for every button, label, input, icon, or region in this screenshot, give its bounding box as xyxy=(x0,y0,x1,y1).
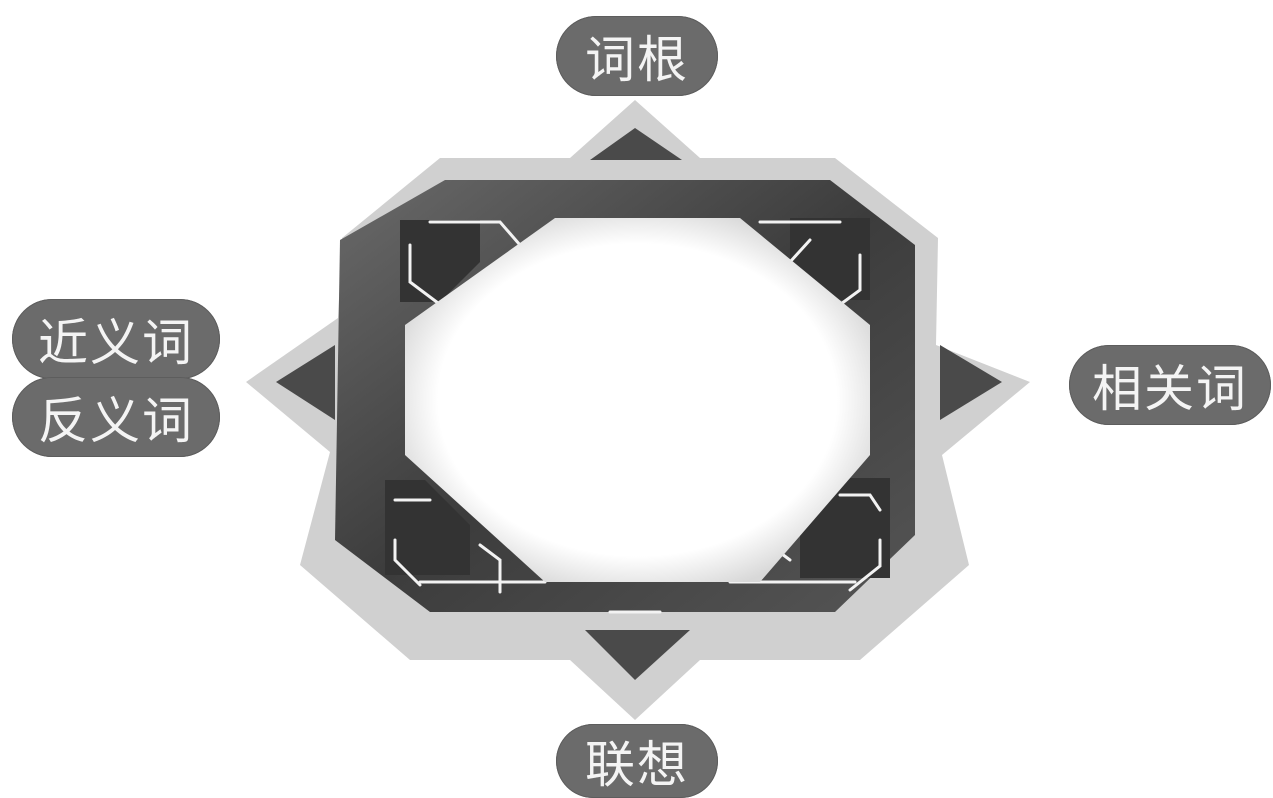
notch-top xyxy=(590,128,682,160)
label-pill-antonym: 反义词 xyxy=(12,377,220,457)
label-association-text: 联想 xyxy=(585,736,689,794)
label-pill-association: 联想 xyxy=(556,724,718,798)
label-pill-root: 词根 xyxy=(556,16,718,96)
corner-panel-bl xyxy=(385,480,470,575)
corner-panel-br xyxy=(800,478,890,578)
label-related-text: 相关词 xyxy=(1092,360,1248,418)
inner-glow-octagon xyxy=(405,218,870,582)
label-synonym-text: 近义词 xyxy=(38,314,194,372)
notch-right xyxy=(940,345,1002,420)
corner-panel-tl xyxy=(400,220,480,302)
label-pill-related: 相关词 xyxy=(1069,345,1271,425)
label-pill-synonym: 近义词 xyxy=(12,299,220,379)
label-root-text: 词根 xyxy=(585,31,689,89)
label-antonym-text: 反义词 xyxy=(38,392,194,450)
notch-left xyxy=(276,345,335,420)
notch-bottom xyxy=(585,630,690,680)
